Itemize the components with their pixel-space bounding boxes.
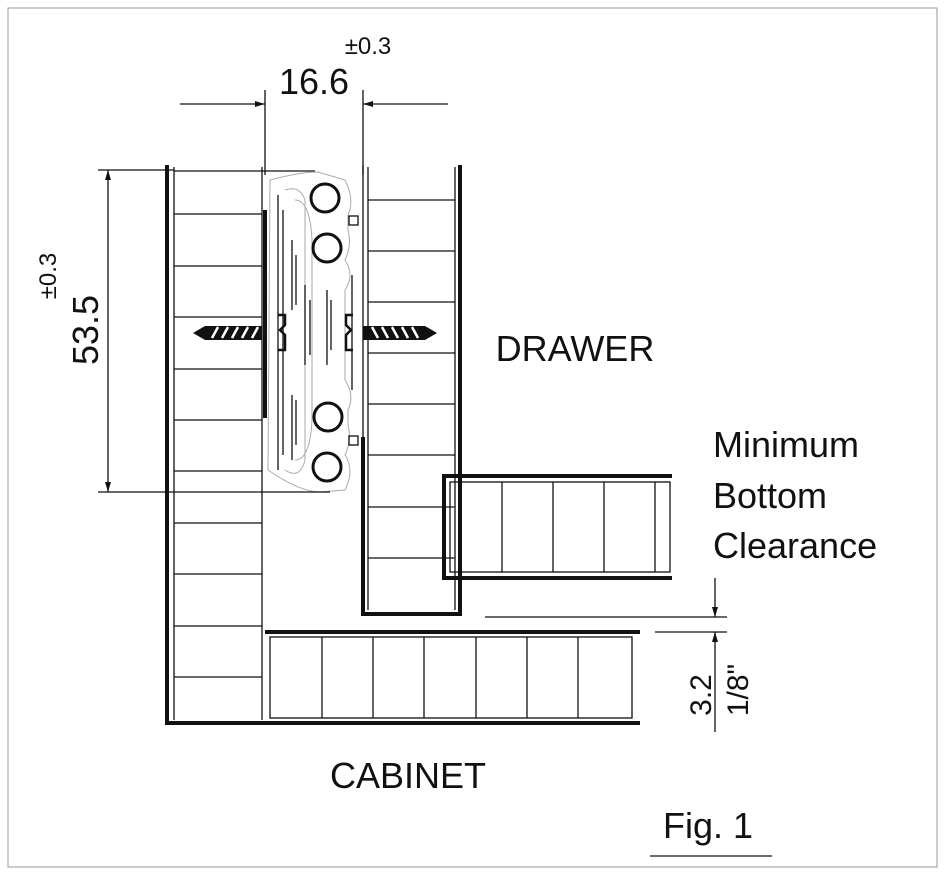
clearance-label-line3: Clearance (713, 525, 877, 566)
cabinet-bottom-panel (265, 630, 640, 719)
clearance-label-line1: Minimum (713, 424, 859, 465)
screw-icon-left (193, 326, 262, 340)
height-tolerance: ±0.3 (35, 253, 62, 300)
height-dimension: 53.5 ±0.3 (35, 169, 330, 493)
width-value: 16.6 (279, 61, 349, 102)
drawer-label: DRAWER (496, 328, 655, 369)
bearing-ball (309, 182, 341, 214)
ball-bearings (309, 182, 344, 483)
width-dimension: 16.6 ±0.3 (180, 33, 448, 175)
drawer-side-panel (361, 165, 462, 616)
height-value: 53.5 (65, 295, 106, 365)
slide-clip-left (278, 313, 287, 352)
figure-label: Fig. 1 (663, 805, 753, 846)
bearing-ball (311, 451, 343, 483)
drawer-bottom-panel (442, 474, 672, 580)
slide-clip-right (344, 313, 353, 352)
screw-icon-right (363, 326, 437, 340)
drawer-slide (263, 171, 359, 493)
width-tolerance: ±0.3 (345, 33, 392, 60)
clearance-label-line2: Bottom (713, 475, 827, 516)
clearance-dimension: 3.2 1/8" (485, 578, 755, 732)
bearing-ball (311, 232, 343, 264)
clearance-inch: 1/8" (722, 664, 755, 716)
bearing-ball (312, 401, 344, 433)
frame-border (7, 7, 938, 868)
clearance-mm: 3.2 (685, 674, 718, 716)
cabinet-side-panel (165, 165, 640, 725)
cabinet-label: CABINET (330, 755, 486, 796)
